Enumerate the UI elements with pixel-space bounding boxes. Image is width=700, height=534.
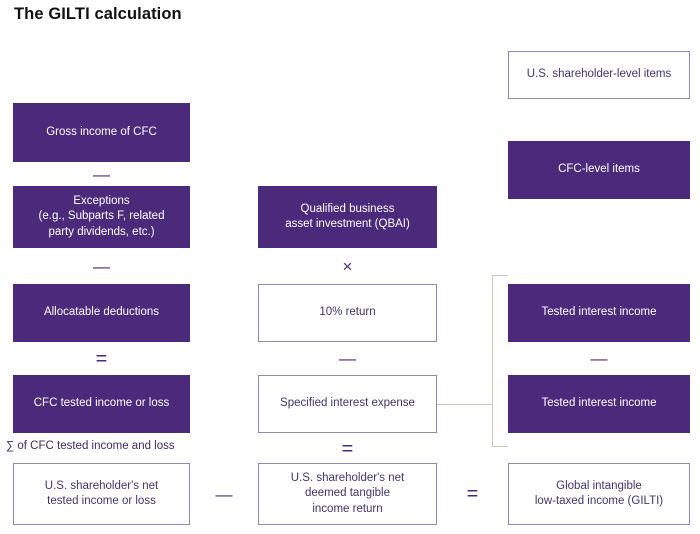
node-exceptions: Exceptions (e.g., Subparts F, related pa… <box>13 186 190 248</box>
node-label: Exceptions (e.g., Subparts F, related pa… <box>38 195 165 238</box>
operator-equals-col2: = <box>341 437 354 460</box>
node-gross-income-of-cfc: Gross income of CFC <box>13 103 190 162</box>
node-label: U.S. shareholder's net tested income or … <box>44 479 159 507</box>
node-label: Gross income of CFC <box>46 125 157 138</box>
node-label: Global intangible low-taxed income (GILT… <box>534 479 664 507</box>
operator-multiply-col2: × <box>342 256 353 276</box>
node-tested-interest-income-1: Tested interest income <box>508 284 690 342</box>
node-label: Allocatable deductions <box>43 306 160 319</box>
legend-label: CFC-level items <box>558 163 640 176</box>
legend-label: U.S. shareholder-level items <box>526 68 672 81</box>
sum-of-cfc-tested-income-note: ∑ of CFC tested income and loss <box>6 440 175 452</box>
node-us-shareholder-net-tested-income: U.S. shareholder's net tested income or … <box>13 463 190 525</box>
operator-equals-col1: = <box>95 347 108 370</box>
bracket-stem <box>437 404 493 405</box>
operator-minus-bottom: — <box>215 484 233 504</box>
node-allocatable-deductions: Allocatable deductions <box>13 284 190 342</box>
node-label: U.S. shareholder's net deemed tangible i… <box>290 472 405 515</box>
node-specified-interest-expense: Specified interest expense <box>258 375 437 433</box>
legend-item-us-shareholder-level: U.S. shareholder-level items <box>508 51 690 99</box>
bracket-connector <box>492 275 508 447</box>
node-label: CFC tested income or loss <box>33 397 170 410</box>
node-label: Tested interest income <box>541 306 657 319</box>
operator-minus-col1-2: — <box>93 256 110 276</box>
node-label: Tested interest income <box>541 397 657 410</box>
node-gilti: Global intangible low-taxed income (GILT… <box>508 463 690 525</box>
legend-item-cfc-level: CFC-level items <box>508 141 690 199</box>
node-label: Specified interest expense <box>280 397 415 410</box>
operator-equals-bottom: = <box>466 483 479 505</box>
operator-minus-col2: — <box>339 349 356 368</box>
node-label: Qualified business asset investment (QBA… <box>285 202 410 230</box>
page-title: The GILTI calculation <box>14 5 182 23</box>
operator-minus-col1-1: — <box>93 164 110 184</box>
operator-minus-col3: — <box>590 349 608 368</box>
node-tested-interest-income-2: Tested interest income <box>508 375 690 433</box>
node-label: 10% return <box>319 306 376 319</box>
node-cfc-tested-income-or-loss: CFC tested income or loss <box>13 375 190 433</box>
node-qbai: Qualified business asset investment (QBA… <box>258 186 437 248</box>
node-ten-percent-return: 10% return <box>258 284 437 342</box>
node-us-shareholder-net-deemed-tangible-income-return: U.S. shareholder's net deemed tangible i… <box>258 463 437 525</box>
